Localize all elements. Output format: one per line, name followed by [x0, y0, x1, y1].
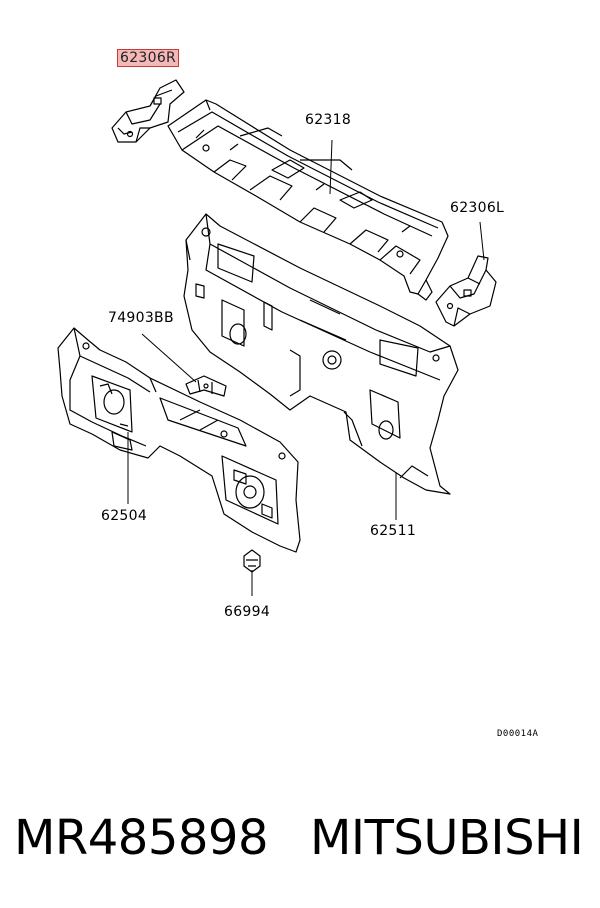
part-label-62306r[interactable]: 62306R — [117, 49, 180, 67]
diagram-code: D00014A — [497, 729, 539, 739]
bracket-62306l-drawing — [435, 255, 497, 327]
clip-66994-drawing — [243, 549, 261, 573]
part-label-62504[interactable]: 62504 — [101, 508, 148, 524]
part-label-74903bb[interactable]: 74903BB — [108, 310, 174, 326]
cowl-top-panel-62318-drawing — [167, 99, 449, 301]
parts-diagram — [57, 79, 497, 596]
dash-panel-62511-drawing — [183, 213, 459, 495]
footer-brand: MITSUBISHI — [310, 810, 584, 866]
part-label-62318[interactable]: 62318 — [305, 112, 352, 128]
leader-lines — [127, 139, 485, 596]
bracket-62306r-drawing — [111, 79, 185, 143]
bracket-74903bb-drawing — [185, 375, 227, 397]
dash-insulator-62504-drawing — [57, 327, 301, 553]
part-label-66994[interactable]: 66994 — [224, 604, 271, 620]
part-label-62511[interactable]: 62511 — [370, 523, 417, 539]
footer-part-number: MR485898 — [14, 810, 269, 866]
part-label-62306l[interactable]: 62306L — [450, 200, 505, 216]
